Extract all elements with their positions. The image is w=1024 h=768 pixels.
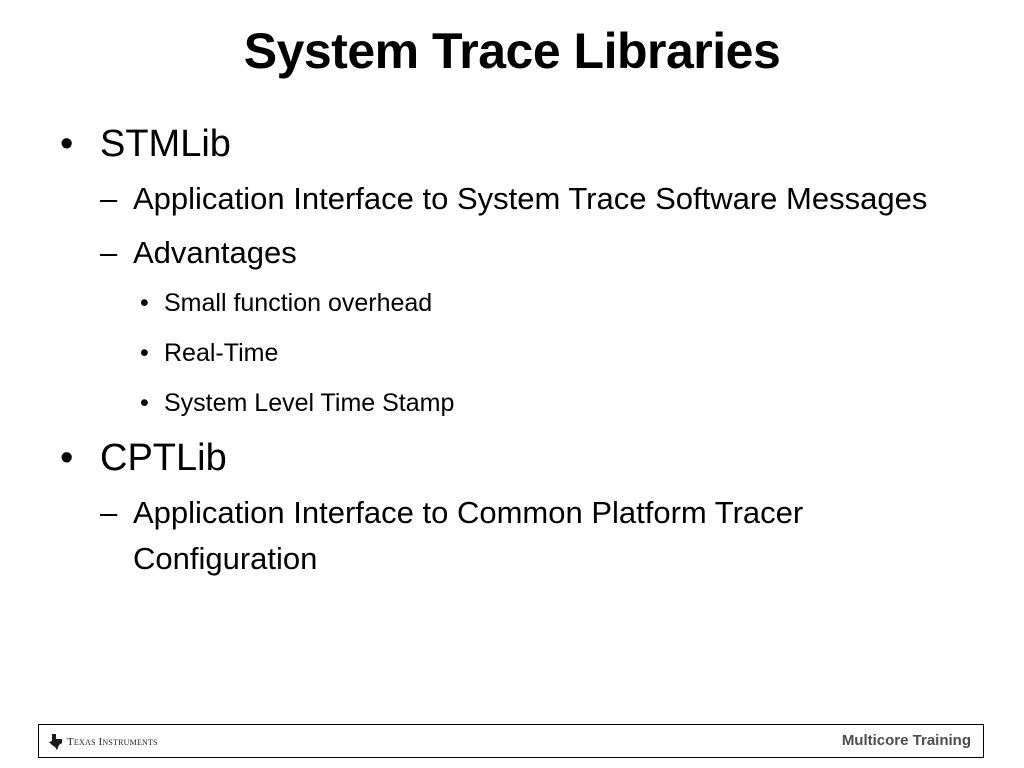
dash-marker: – <box>100 181 118 216</box>
footer-bar: Texas Instruments Multicore Training <box>38 724 984 758</box>
bullet-marker: • <box>60 123 74 165</box>
ti-logo-text: Texas Instruments <box>67 736 158 748</box>
bullet-stmlib: • STMLib <box>60 120 980 168</box>
dash-marker: – <box>100 235 118 270</box>
bullet-marker: • <box>140 339 149 367</box>
advantage-item-text: System Level Time Stamp <box>164 389 455 417</box>
texas-state-icon <box>49 734 62 750</box>
advantage-item: • Small function overhead <box>60 284 980 322</box>
bullet-marker: • <box>140 389 149 417</box>
bullet-marker: • <box>140 289 149 317</box>
sub-bullet-stmlib-interface-text: Application Interface to System Trace So… <box>133 181 928 216</box>
sub-bullet-stmlib-interface: – Application Interface to System Trace … <box>60 176 980 222</box>
advantage-item-text: Small function overhead <box>164 289 433 317</box>
bullet-list: • STMLib – Application Interface to Syst… <box>60 120 980 590</box>
ti-logo: Texas Instruments <box>49 733 158 751</box>
bullet-stmlib-label: STMLib <box>100 123 231 165</box>
sub-bullet-advantages: – Advantages <box>60 230 980 276</box>
slide-title: System Trace Libraries <box>243 23 781 79</box>
advantage-item: • Real-Time <box>60 334 980 372</box>
bullet-cptlib-label: CPTLib <box>100 437 227 479</box>
footer-label: Multicore Training <box>841 732 971 749</box>
bullet-marker: • <box>60 437 74 479</box>
sub-bullet-cptlib-interface-text: Application Interface to Common Platform… <box>133 495 804 576</box>
advantage-item-text: Real-Time <box>164 339 279 367</box>
sub-bullet-cptlib-interface: – Application Interface to Common Platfo… <box>60 490 980 582</box>
bullet-cptlib: • CPTLib <box>60 434 980 482</box>
sub-bullet-advantages-label: Advantages <box>133 235 297 270</box>
advantage-item: • System Level Time Stamp <box>60 384 980 422</box>
dash-marker: – <box>100 495 118 530</box>
